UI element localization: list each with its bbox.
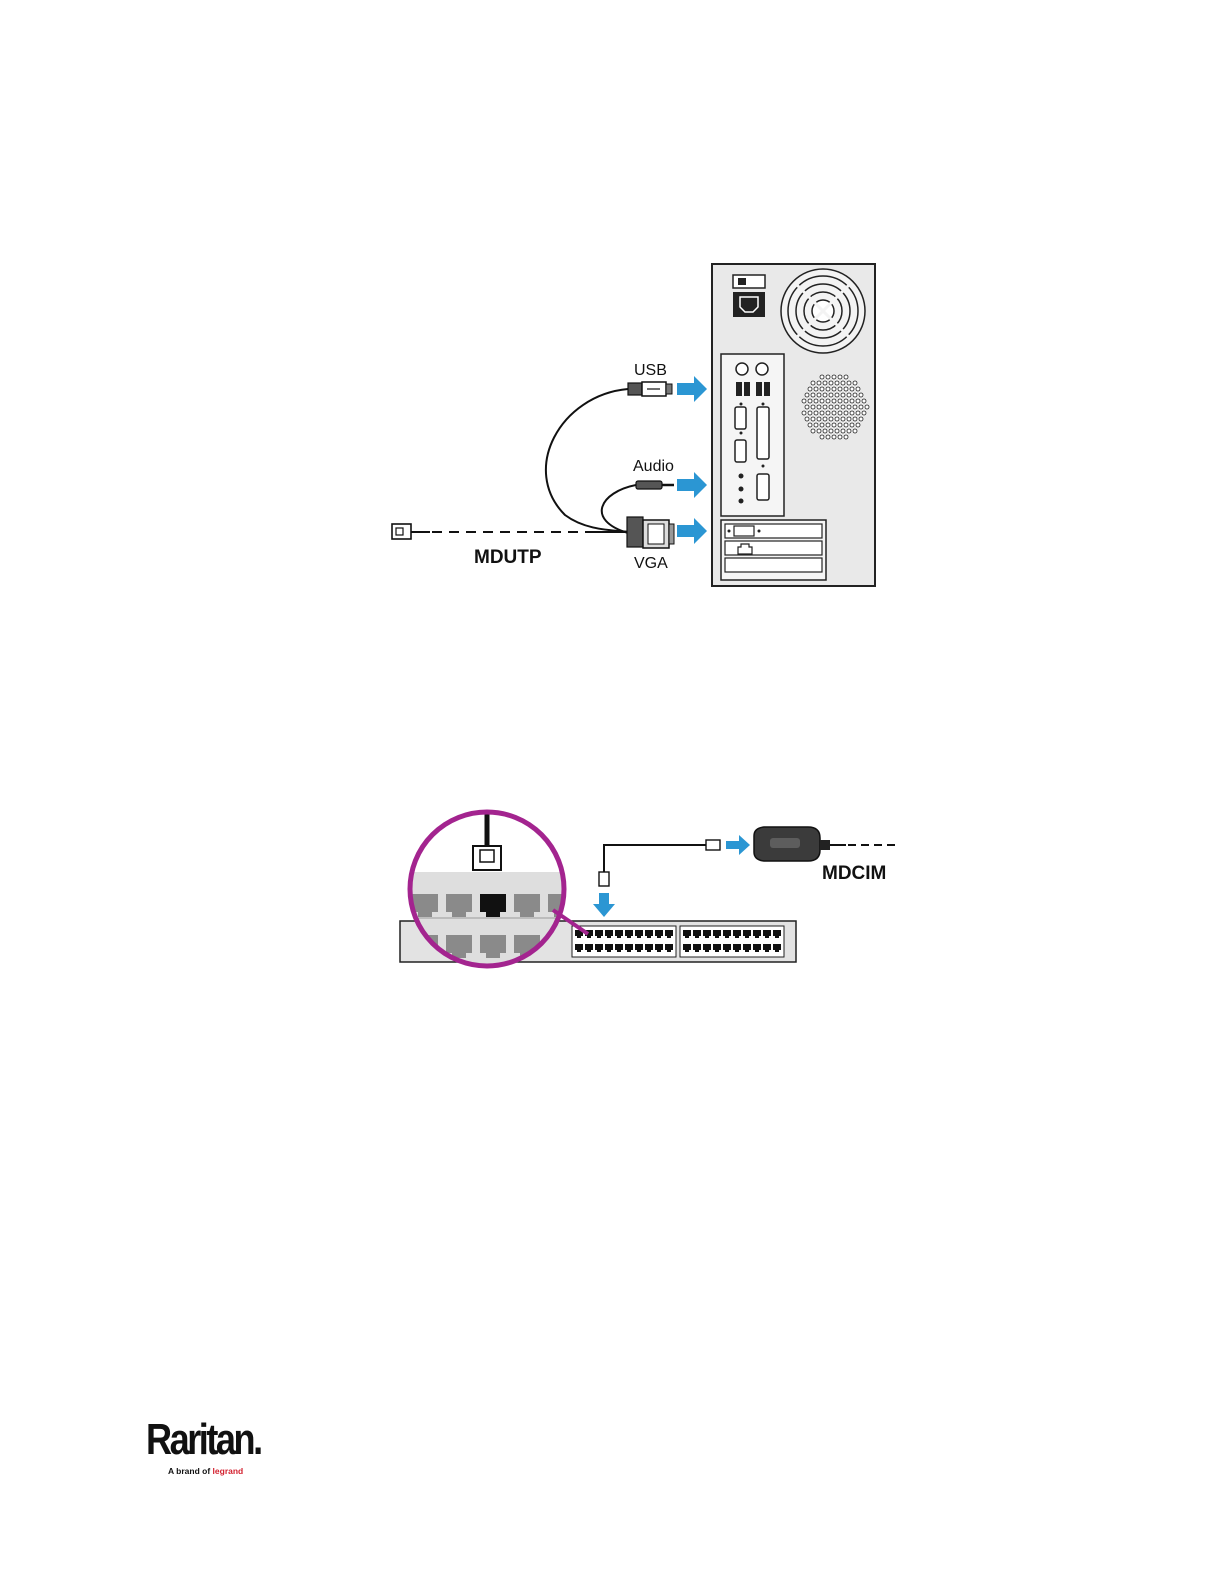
down-arrow-icon bbox=[593, 893, 615, 917]
rj45-plug-icon bbox=[473, 846, 501, 870]
patch-cable bbox=[604, 845, 706, 872]
mdcim-label: MDCIM bbox=[822, 863, 886, 884]
logo-tagline: A brand of legrand bbox=[168, 1466, 243, 1476]
raritan-logo: Raritan. A brand of legrand bbox=[146, 1418, 276, 1488]
diagram-switch-connection: MDCIM bbox=[0, 0, 1224, 1000]
logo-wordmark: Raritan. bbox=[146, 1418, 261, 1462]
right-arrow-icon bbox=[726, 835, 750, 855]
mdcim-dongle-icon bbox=[754, 827, 830, 861]
rj45-plug-icon bbox=[599, 840, 720, 886]
